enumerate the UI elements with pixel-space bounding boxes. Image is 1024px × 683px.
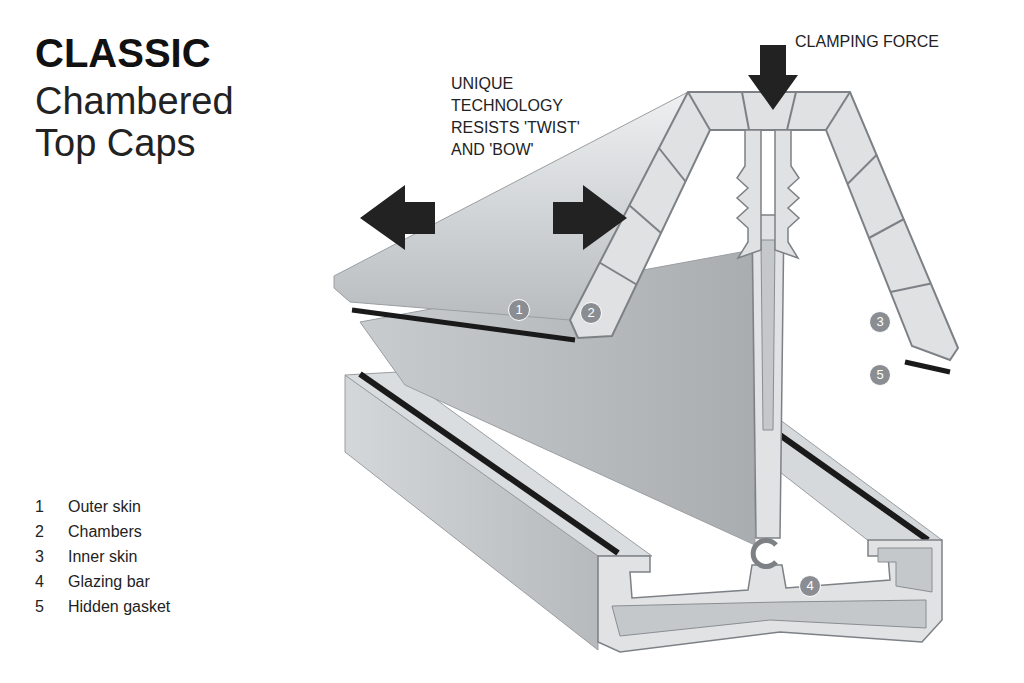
chamber-web (629, 205, 661, 233)
force-label: CLAMPING FORCE (795, 31, 939, 53)
key-text: Chambers (68, 522, 142, 542)
cap-jaw (737, 130, 761, 258)
glazing-bar-front (598, 540, 942, 652)
stem-chamber (761, 240, 775, 430)
bow-arrow (553, 185, 627, 250)
key-number: 2 (35, 522, 44, 542)
screw-port (753, 541, 776, 567)
callout-text: 5 (876, 368, 883, 382)
callout-number: 1 (508, 299, 530, 321)
callout-text: 3 (876, 315, 883, 329)
chamber-web (826, 92, 850, 130)
callout-number: 5 (869, 364, 891, 386)
chamber-web (848, 155, 878, 185)
glazing-bar-stem (752, 215, 784, 538)
glazing-bar-chamber (878, 548, 932, 592)
callout-number: 3 (869, 311, 891, 333)
callout-text: 2 (587, 306, 594, 320)
cap-jaw (775, 130, 799, 258)
chamber-webs (600, 92, 932, 292)
callout-text: 1 (515, 303, 522, 317)
callout-number: 2 (580, 302, 602, 324)
chamber-web (869, 219, 904, 238)
chamber-web (742, 92, 749, 130)
chamber-web (659, 148, 686, 182)
title: CLASSIC (35, 30, 211, 76)
chamber-web (688, 92, 710, 130)
key-number: 1 (35, 497, 44, 517)
chamber-web (787, 92, 796, 130)
cap-front-face (570, 92, 958, 360)
key-text: Outer skin (68, 497, 141, 517)
glazing-bar-chamber (612, 600, 926, 636)
glazing-gasket (770, 428, 928, 540)
key-text: Inner skin (68, 547, 137, 567)
chamber-web (600, 263, 637, 285)
key-number: 5 (35, 597, 44, 617)
key-text: Hidden gasket (68, 597, 170, 617)
feature-note: UNIQUE TECHNOLOGY RESISTS 'TWIST' AND 'B… (451, 73, 616, 161)
twist-arrow (360, 185, 435, 250)
hidden-gasket (352, 310, 575, 340)
subtitle: Chambered Top Caps (35, 80, 285, 164)
key-text: Glazing bar (68, 572, 150, 592)
key-number: 3 (35, 547, 44, 567)
callout-number: 4 (799, 575, 821, 597)
chamber-web (891, 284, 932, 293)
key-number: 4 (35, 572, 44, 592)
callout-text: 4 (806, 579, 813, 593)
clamping-arrow (748, 45, 798, 110)
hidden-gasket (905, 362, 950, 372)
